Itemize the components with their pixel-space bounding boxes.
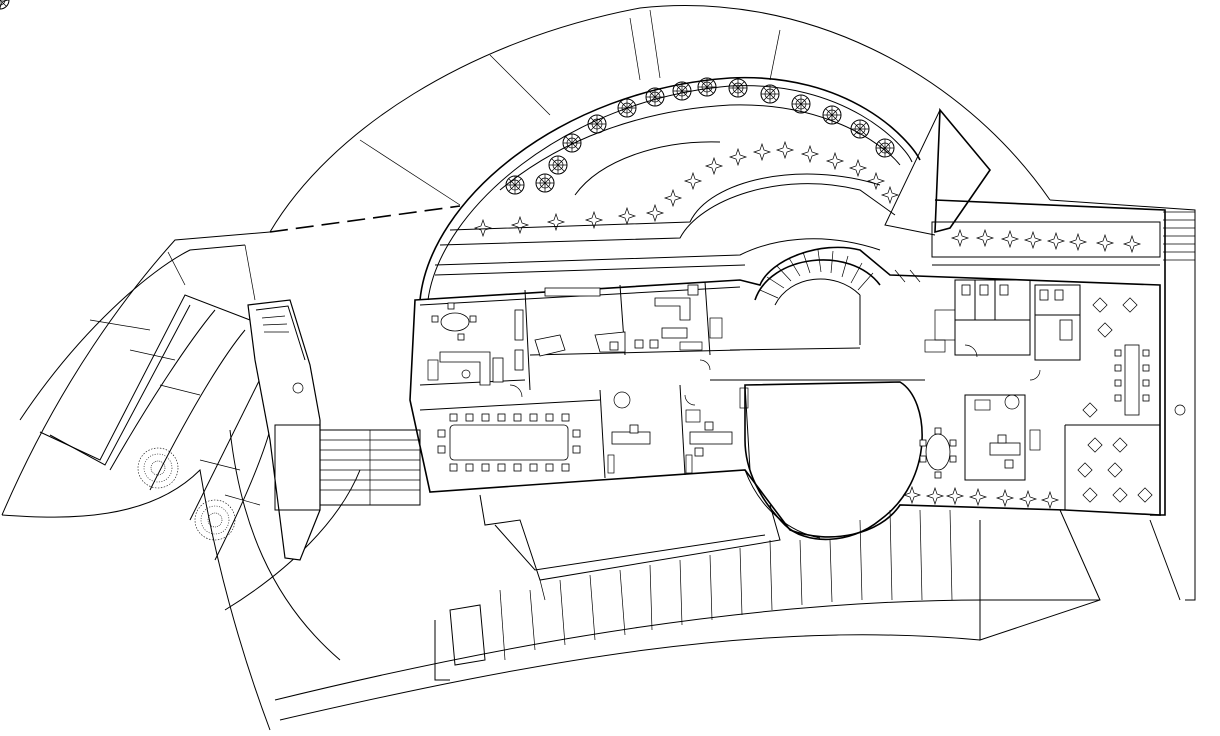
shrub-icon xyxy=(867,172,885,190)
shrub-icon xyxy=(1001,230,1019,248)
stair-icon xyxy=(754,249,881,306)
shrub-icon xyxy=(684,172,702,190)
shrub-icon xyxy=(137,447,179,489)
tree-icon xyxy=(535,173,555,193)
shrub-icon xyxy=(826,152,844,170)
south-terrace xyxy=(434,494,953,681)
shrub-icon xyxy=(951,229,969,247)
toilet-icon xyxy=(1039,289,1049,301)
toilet-icon xyxy=(979,284,989,296)
office-room xyxy=(427,302,524,386)
shrub-icon xyxy=(881,186,899,204)
shrub-icon xyxy=(1069,233,1087,251)
tree-icon xyxy=(850,119,870,139)
dashed-path xyxy=(269,205,461,233)
tree-icon xyxy=(587,114,607,134)
conference-room xyxy=(437,413,581,472)
table-icon xyxy=(440,312,470,332)
office-room xyxy=(919,394,1041,481)
table-icon xyxy=(1124,344,1140,416)
shrub-icon xyxy=(194,499,236,541)
tree-icon xyxy=(760,84,780,104)
shrub-icon xyxy=(1096,234,1114,252)
tree-icon xyxy=(728,78,748,98)
tree-icon xyxy=(645,87,665,107)
shrub-icon xyxy=(729,148,747,166)
shrub-icon xyxy=(646,204,664,222)
shrub-icon xyxy=(511,216,529,234)
oval-hall xyxy=(744,381,923,541)
stair-icon xyxy=(319,429,421,506)
shrub-icon xyxy=(946,487,964,505)
tree-icon xyxy=(791,94,811,114)
table-icon xyxy=(925,433,951,471)
left-tower xyxy=(247,299,321,561)
shrub-icon xyxy=(547,213,565,231)
shrub-icon xyxy=(849,159,867,177)
table-icon xyxy=(611,431,651,445)
shrub-icon xyxy=(976,229,994,247)
door-swing-icon xyxy=(509,269,1041,406)
shrub-icon xyxy=(618,207,636,225)
shrub-icon xyxy=(996,489,1014,507)
office-room xyxy=(534,284,723,357)
table-icon xyxy=(449,424,569,461)
shrub-icon xyxy=(1041,491,1059,509)
shrub-icon xyxy=(1047,232,1065,250)
shrub-icon xyxy=(776,141,794,159)
shrub-icon xyxy=(926,487,944,505)
tree-icon xyxy=(548,155,568,175)
toilet-icon xyxy=(999,284,1009,296)
tree-icon xyxy=(672,81,692,101)
tree-icon xyxy=(505,175,525,195)
tree-icon xyxy=(562,133,582,153)
shrub-icon xyxy=(705,157,723,175)
tree-row-outer xyxy=(0,0,10,10)
shrub-icon xyxy=(664,189,682,207)
toilet-icon xyxy=(961,284,971,296)
shrub-icon xyxy=(969,488,987,506)
shrub-icon xyxy=(1024,231,1042,249)
arc-garden xyxy=(419,76,921,301)
shrub-icon xyxy=(1123,235,1141,253)
shrub-icon xyxy=(753,143,771,161)
cafe-area xyxy=(1064,297,1186,510)
restroom-block xyxy=(924,279,1081,361)
parking-area xyxy=(19,244,271,561)
site-boundary xyxy=(1,4,1196,731)
toilet-icon xyxy=(1054,289,1064,301)
shrub-icon xyxy=(474,219,492,237)
office-room xyxy=(607,387,749,474)
shrub-icon xyxy=(903,486,921,504)
tree-icon xyxy=(617,98,637,118)
tree-icon xyxy=(875,138,895,158)
shrub-icon xyxy=(1019,490,1037,508)
tree-icon xyxy=(697,77,717,97)
tree-icon xyxy=(822,105,842,125)
shrub-icon xyxy=(801,145,819,163)
